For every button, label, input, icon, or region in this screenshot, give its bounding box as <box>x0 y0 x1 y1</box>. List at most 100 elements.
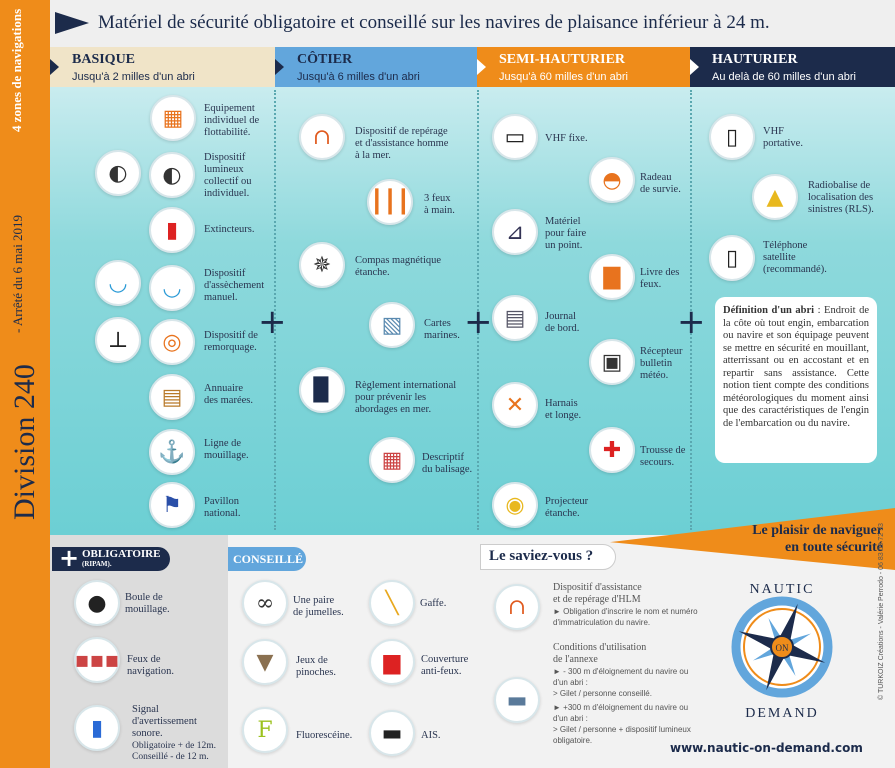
boat-hook-icon: ╲ <box>369 580 415 626</box>
item-label: Trousse de secours. <box>640 445 686 468</box>
flashlight-icon: ◐ <box>149 152 195 198</box>
item-label: Harnais et longe. <box>545 398 582 421</box>
fire-extinguisher-icon: ▮ <box>149 207 195 253</box>
arrow-icon <box>477 59 486 75</box>
did-you-know-title: Le saviez-vous ? <box>480 544 616 570</box>
item-label: Extincteurs. <box>204 224 255 235</box>
dinghy-icon: ▬ <box>494 677 540 723</box>
mandatory-tag-sub: (RIPAM). <box>82 560 112 568</box>
item-label: Dispositif de repérage et d'assistance h… <box>355 126 449 161</box>
definition-box: Définition d'un abri : Endroit de la côt… <box>715 297 877 463</box>
item-label: Ligne de mouillage. <box>204 438 249 461</box>
zones-count: 4 zones de navigations <box>9 8 24 132</box>
item-label: Projecteur étanche. <box>545 496 589 519</box>
plus-icon: + <box>59 544 80 572</box>
zone-range: Jusqu'à 60 milles d'un abri <box>499 71 628 83</box>
decree-date: - Arrêté du 6 mai 2019 <box>10 214 25 333</box>
tide-book-icon: ▤ <box>149 374 195 420</box>
item-label: Jeux de pinoches. <box>296 655 336 678</box>
website-link[interactable]: www.nautic-on-demand.com <box>670 741 863 755</box>
arrow-icon <box>275 59 284 75</box>
plus-icon: + <box>258 302 287 342</box>
item-label: Dispositif d'assèchement manuel. <box>204 268 265 303</box>
zone-name: CÔTIER <box>297 52 353 67</box>
item-label: Dispositif lumineux collectif ou individ… <box>204 152 252 199</box>
weather-radio-icon: ▣ <box>589 339 635 385</box>
item-label: Journal de bord. <box>545 311 580 334</box>
mandatory-tag: + OBLIGATOIRE (RIPAM). <box>52 544 170 572</box>
arrow-icon <box>690 59 699 75</box>
life-jacket-icon: ▦ <box>150 95 196 141</box>
zone-name: BASIQUE <box>72 52 136 67</box>
annexe-info: Conditions d'utilisation de l'annexe ► -… <box>553 642 703 746</box>
item-label: 3 feux à main. <box>424 193 455 216</box>
fluorescein-icon: F <box>242 707 288 753</box>
zone-range: Jusqu'à 6 milles d'un abri <box>297 71 420 83</box>
navigation-lights-icon: ▪▪▪ <box>74 637 120 683</box>
credit: © TURKOIZ Créations - Valérie Perrodo - … <box>878 523 885 700</box>
anchor-icon: ⚓ <box>149 429 195 475</box>
cleat-icon: ⊥ <box>95 317 141 363</box>
first-aid-kit-icon: ✚ <box>589 427 635 473</box>
zone-range: Jusqu'à 2 milles d'un abri <box>72 71 195 83</box>
arrow-icon <box>50 59 59 75</box>
item-label: AIS. <box>421 730 441 741</box>
item-label: Couverture anti-feux. <box>421 654 469 677</box>
slogan: Le plaisir de naviguer en toute sécurité <box>752 523 883 555</box>
divider <box>690 90 692 530</box>
zone-hauturier: HAUTURIER Au delà de 60 milles d'un abri <box>690 47 895 87</box>
hlm-info: Dispositif d'assistance et de repérage d… <box>553 582 703 628</box>
zone-range: Au delà de 60 milles d'un abri <box>712 71 856 83</box>
item-label: VHF portative. <box>763 126 803 149</box>
epirb-icon: ▲ <box>752 174 798 220</box>
hlm-text: ► Obligation d'inscrire le nom et numéro… <box>553 607 698 627</box>
navigation-tools-icon: ⊿ <box>492 209 538 255</box>
item-label: Dispositif de remorquage. <box>204 330 258 353</box>
svg-text:ON: ON <box>776 643 789 653</box>
bucket-icon: ◡ <box>95 260 141 306</box>
definition-title: Définition d'un abri <box>723 305 815 316</box>
item-label: Fluorescéine. <box>296 730 353 741</box>
zone-name: HAUTURIER <box>712 52 798 67</box>
pennant-icon <box>55 12 89 34</box>
divider <box>274 90 276 530</box>
item-label: Boule de mouillage. <box>125 592 170 615</box>
item-label: Feux de navigation. <box>127 654 174 677</box>
handheld-vhf-icon: ▯ <box>709 114 755 160</box>
hand-flares-icon: ┃┃┃ <box>367 179 413 225</box>
division-title: Division 240 <box>8 364 41 520</box>
definition-text: : Endroit de la côte où tout engin, emba… <box>723 305 869 429</box>
anchor-ball-icon: ● <box>74 580 120 626</box>
item-label: Téléphone satellite (recommandé). <box>763 240 827 275</box>
binoculars-icon: ∞ <box>242 580 288 626</box>
hlm-title: Dispositif d'assistance et de repérage d… <box>553 582 642 605</box>
item-label: Equipement individuel de flottabilité. <box>204 103 260 138</box>
zone-côtier: CÔTIER Jusqu'à 6 milles d'un abri <box>275 47 477 87</box>
item-label: VHF fixe. <box>545 133 588 144</box>
plus-icon: + <box>677 302 706 342</box>
item-label: Radiobalise de localisation des sinistre… <box>808 180 874 215</box>
satellite-phone-icon: ▯ <box>709 235 755 281</box>
wooden-plugs-icon: ▼ <box>242 639 288 685</box>
harness-icon: ✕ <box>492 382 538 428</box>
item-label: Cartes marines. <box>424 318 460 341</box>
air-horn-icon: ▮ <box>74 705 120 751</box>
item-label: Signal d'avertissement sonore. <box>132 704 197 739</box>
sidebar: 4 zones de navigations - Arrêté du 6 mai… <box>0 0 50 768</box>
fire-blanket-icon: ▆ <box>369 639 415 685</box>
item-label: Gaffe. <box>420 598 447 609</box>
annexe-title: Conditions d'utilisation de l'annexe <box>553 642 647 665</box>
item-label: Annuaire des marées. <box>204 383 253 406</box>
item-label: Radeau de survie. <box>640 172 681 195</box>
lifebuoy-icon: ∩ <box>299 114 345 160</box>
item-label: Matériel pour faire un point. <box>545 216 587 251</box>
item-label: Pavillon national. <box>204 496 241 519</box>
mandatory-tag-label: OBLIGATOIRE <box>82 548 161 560</box>
bucket-icon: ◡ <box>149 265 195 311</box>
item-label: Récepteur bulletin météo. <box>640 346 683 381</box>
advice-tag: CONSEILLÉ <box>228 547 306 571</box>
spotlight-icon: ◉ <box>492 482 538 528</box>
annexe-rule-2: ► +300 m d'éloignement du navire ou d'un… <box>553 703 691 745</box>
logbook-icon: ▤ <box>492 295 538 341</box>
ais-icon: ▬ <box>369 710 415 756</box>
